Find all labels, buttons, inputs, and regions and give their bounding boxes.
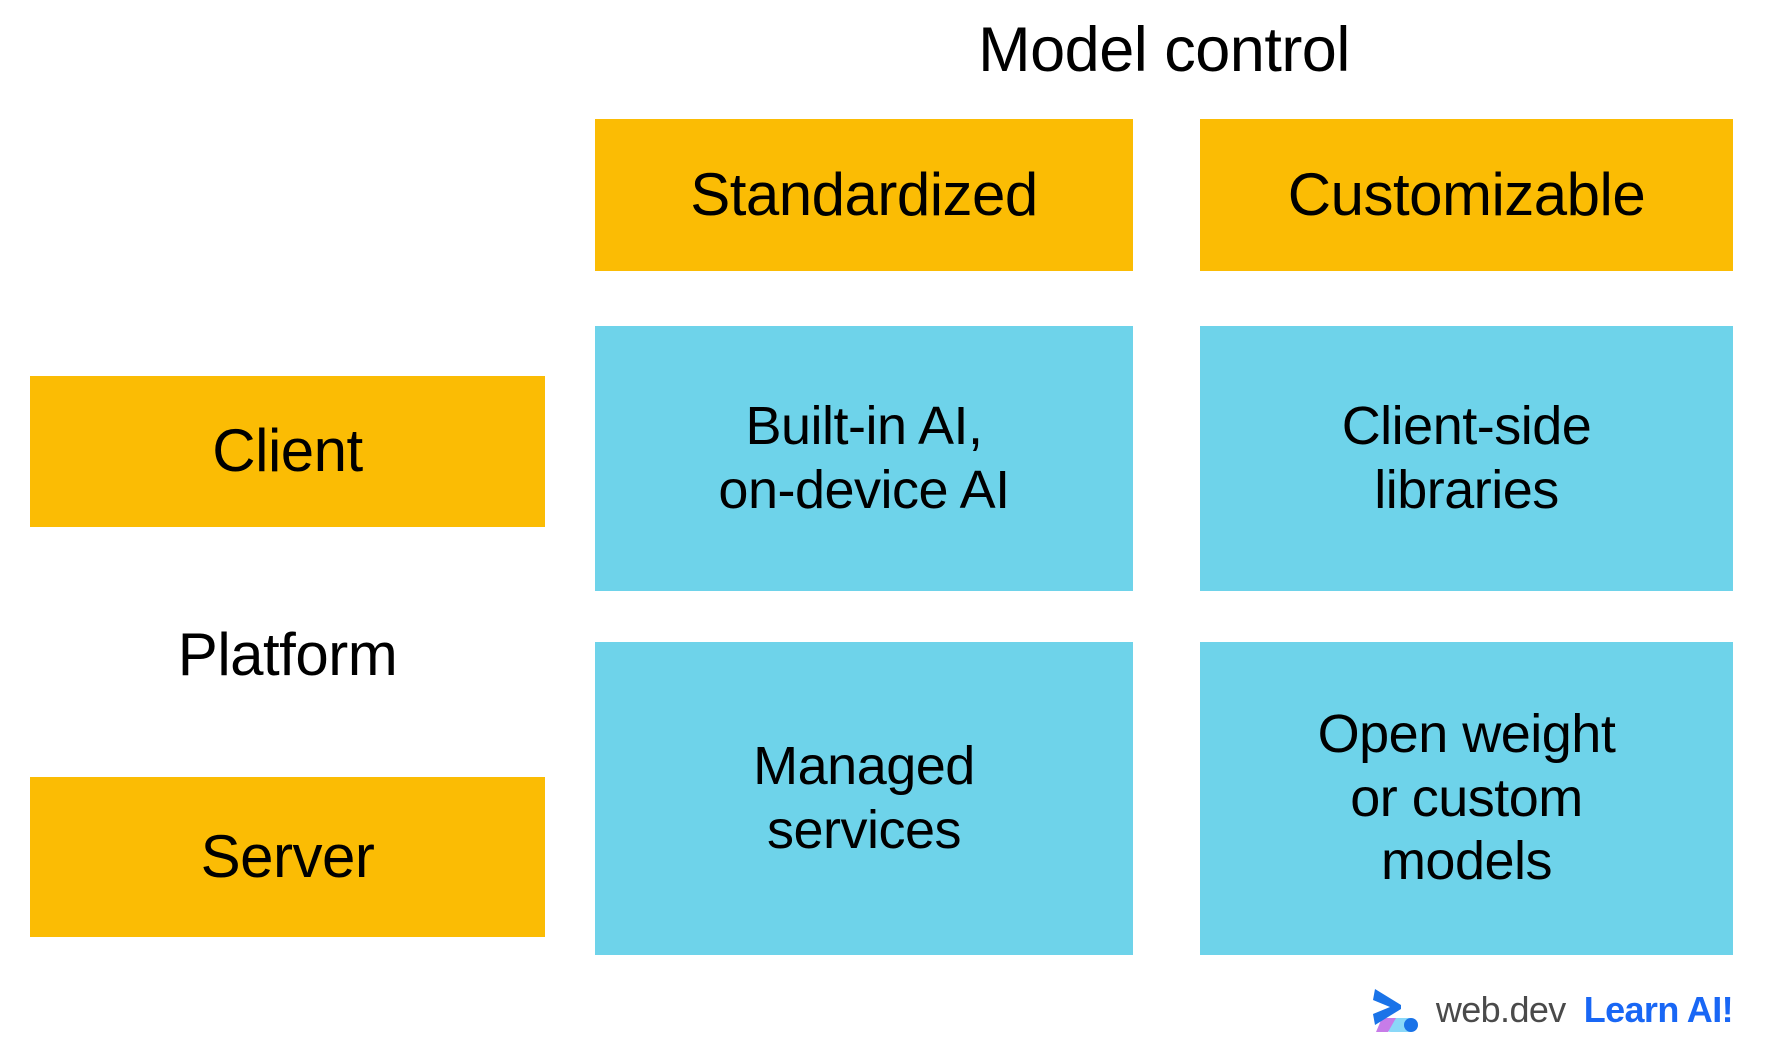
column-header-customizable-label: Customizable: [1287, 160, 1646, 228]
page-title: Model control: [978, 15, 1350, 85]
cell-server-customizable-label: Open weight or custom models: [1317, 703, 1616, 892]
cell-server-standardized-label: Managed services: [753, 735, 975, 860]
row-header-client-label: Client: [212, 417, 363, 485]
column-header-standardized-label: Standardized: [690, 160, 1038, 228]
row-axis-label-text: Platform: [177, 620, 398, 688]
row-axis-label: Platform: [30, 600, 545, 710]
row-header-server-label: Server: [200, 822, 375, 890]
webdev-logo-icon: [1372, 989, 1418, 1032]
column-header-standardized: Standardized: [595, 119, 1133, 271]
cell-server-standardized: Managed services: [595, 642, 1133, 955]
row-header-client: Client: [30, 376, 545, 527]
row-header-server: Server: [30, 777, 545, 937]
brand-tagline: Learn AI!: [1583, 989, 1734, 1030]
cell-client-standardized-label: Built-in AI, on-device AI: [718, 395, 1010, 520]
brand-lockup: web.dev Learn AI!: [1370, 982, 1734, 1038]
column-header-customizable: Customizable: [1200, 119, 1733, 271]
cell-client-customizable: Client-side libraries: [1200, 326, 1733, 591]
brand-name: web.dev: [1435, 989, 1566, 1030]
cell-client-standardized: Built-in AI, on-device AI: [595, 326, 1133, 591]
cell-server-customizable: Open weight or custom models: [1200, 642, 1733, 955]
cell-client-customizable-label: Client-side libraries: [1341, 395, 1592, 520]
